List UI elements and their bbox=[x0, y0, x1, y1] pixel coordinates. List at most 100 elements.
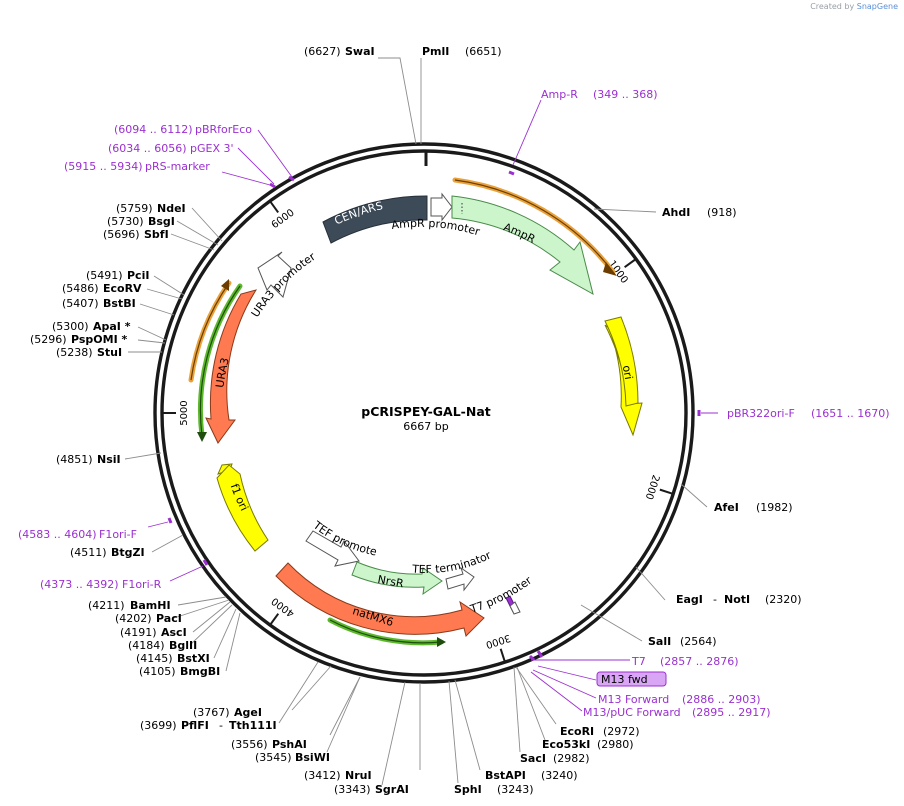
ecorv-pos: (5486) bbox=[62, 282, 99, 295]
prs-marker-name[interactable]: pRS-marker bbox=[145, 160, 210, 173]
nrsr-arrow bbox=[351, 561, 443, 596]
ndei-name[interactable]: NdeI bbox=[157, 202, 186, 215]
feature-ori[interactable]: ori bbox=[604, 316, 643, 437]
tick-mark-2000 bbox=[659, 488, 674, 495]
feature-nrsr[interactable]: NrsR bbox=[351, 561, 443, 596]
snapgene-brand: SnapGene bbox=[856, 2, 898, 11]
m13-fwd-box[interactable]: M13 fwd bbox=[596, 671, 667, 687]
feature-ampr-promoter[interactable]: AmpR promoter bbox=[391, 192, 482, 239]
f1ori-f-name[interactable]: F1ori-F bbox=[99, 528, 137, 541]
swai-name[interactable]: SwaI bbox=[345, 45, 375, 58]
bmgbi-name[interactable]: BmgBI bbox=[180, 665, 220, 678]
feature-t7-promoter[interactable]: T7 promoter bbox=[468, 574, 535, 616]
saci-pos: (2982) bbox=[553, 752, 590, 765]
bstbi-name[interactable]: BstBI bbox=[103, 297, 136, 310]
tth111i-name[interactable]: Tth111I bbox=[229, 719, 277, 732]
eco53ki-name[interactable]: Eco53kI bbox=[542, 738, 590, 751]
btgzi-name[interactable]: BtgZI bbox=[111, 546, 145, 559]
paci-name[interactable]: PacI bbox=[156, 612, 182, 625]
pspomi-name[interactable]: PspOMI * bbox=[71, 333, 128, 346]
bamhi-name[interactable]: BamHI bbox=[130, 599, 171, 612]
f1-ori-body bbox=[216, 464, 269, 552]
ori-arrow-body bbox=[604, 316, 639, 407]
t7-promoter-outline bbox=[509, 601, 521, 615]
bstxi-pos: (4145) bbox=[136, 652, 173, 665]
ura3-label: URA3 bbox=[213, 356, 231, 388]
asci-pos: (4191) bbox=[120, 626, 157, 639]
svg-text:TEF terminator: TEF terminator bbox=[411, 548, 494, 576]
apai-name[interactable]: ApaI * bbox=[93, 320, 131, 333]
nsii-name[interactable]: NsiI bbox=[97, 453, 121, 466]
sphi-name[interactable]: SphI bbox=[454, 783, 482, 796]
pshai-pos: (3556) bbox=[231, 738, 268, 751]
bstapi-name[interactable]: BstAPI bbox=[485, 769, 526, 782]
sites-bottom-right: EcoRI (2972) Eco53kI (2980) SacI (2982) … bbox=[454, 725, 640, 796]
natmx6-arrow bbox=[275, 562, 485, 637]
sites-right: AhdI (918) AfeI (1982) EagI - NotI (2320… bbox=[648, 206, 802, 648]
sgrai-pos: (3343) bbox=[334, 783, 371, 796]
sites-left: (4211) BamHI (4202) PacI (4191) AscI (41… bbox=[30, 202, 220, 678]
tef-terminator-label: TEF terminator bbox=[411, 548, 494, 576]
pcii-name[interactable]: PciI bbox=[127, 269, 149, 282]
pbrforeco-range: (6094 .. 6112) bbox=[114, 123, 193, 136]
ura3-promoter-arrow bbox=[257, 251, 292, 298]
pshai-name[interactable]: PshAI bbox=[272, 738, 307, 751]
tick-mark-3000 bbox=[499, 648, 506, 663]
primer-leaders bbox=[147, 99, 718, 712]
sgrai-name[interactable]: SgrAI bbox=[375, 783, 409, 796]
amp-r-range: (349 .. 368) bbox=[593, 88, 658, 101]
ecorv-name[interactable]: EcoRV bbox=[103, 282, 142, 295]
natmx6-green-outline-inner bbox=[329, 619, 442, 644]
sites-bottom: (3412) NruI (3343) SgrAI (3556) PshAI (3… bbox=[140, 706, 409, 796]
f1ori-r-name[interactable]: F1ori-R bbox=[122, 578, 162, 591]
pflfi-name[interactable]: PflFI bbox=[181, 719, 209, 732]
pmli-name[interactable]: PmlI bbox=[422, 45, 449, 58]
ecori-name[interactable]: EcoRI bbox=[560, 725, 594, 738]
tick-mark-1000 bbox=[624, 258, 637, 269]
feature-ura3-promoter[interactable]: URA3 promoter bbox=[249, 250, 318, 320]
ura3-orf-outline-inner bbox=[190, 282, 230, 381]
stui-name[interactable]: StuI bbox=[97, 346, 122, 359]
ecori-pos: (2972) bbox=[603, 725, 640, 738]
agei-pos: (3767) bbox=[193, 706, 230, 719]
feature-ura3[interactable]: URA3 bbox=[205, 289, 258, 444]
f1ori-r-range: (4373 .. 4392) bbox=[40, 578, 119, 591]
eagi-name[interactable]: EagI bbox=[676, 593, 703, 606]
f1ori-f-range: (4583 .. 4604) bbox=[18, 528, 97, 541]
m13-forward-name[interactable]: M13 Forward bbox=[598, 693, 669, 706]
bglii-name[interactable]: BglII bbox=[169, 639, 197, 652]
stui-pos: (5238) bbox=[56, 346, 93, 359]
bstxi-name[interactable]: BstXI bbox=[177, 652, 210, 665]
pbrforeco-name[interactable]: pBRforEco bbox=[195, 123, 252, 136]
pgex3-name[interactable]: pGEX 3' bbox=[190, 142, 234, 155]
natmx6-green-arrowhead bbox=[437, 637, 446, 647]
t7-name[interactable]: T7 bbox=[631, 655, 646, 668]
paci-pos: (4202) bbox=[115, 612, 152, 625]
asci-name[interactable]: AscI bbox=[161, 626, 187, 639]
nrui-name[interactable]: NruI bbox=[345, 769, 372, 782]
bsiwi-name[interactable]: BsiWI bbox=[295, 751, 330, 764]
prs-marker-range: (5915 .. 5934) bbox=[64, 160, 143, 173]
ura3-orf-arrowhead-top bbox=[221, 279, 229, 291]
agei-name[interactable]: AgeI bbox=[234, 706, 262, 719]
m13-puc-forward-name[interactable]: M13/pUC Forward bbox=[583, 706, 681, 719]
tick-label-4000: 4000 bbox=[270, 595, 297, 619]
bsgi-name[interactable]: BsgI bbox=[148, 215, 175, 228]
amp-r-name[interactable]: Amp-R bbox=[541, 88, 578, 101]
sali-name[interactable]: SalI bbox=[648, 635, 671, 648]
site-leaders bbox=[124, 57, 708, 786]
ampr-promoter-arrow bbox=[430, 192, 453, 222]
feature-f1-ori[interactable]: f1 ori bbox=[216, 463, 269, 552]
feature-ampr[interactable]: AmpR bbox=[451, 195, 594, 295]
ahdi-name[interactable]: AhdI bbox=[662, 206, 690, 219]
saci-name[interactable]: SacI bbox=[520, 752, 546, 765]
pbr322ori-f-range: (1651 .. 1670) bbox=[811, 407, 890, 420]
ahdi-pos: (918) bbox=[707, 206, 737, 219]
noti-name[interactable]: NotI bbox=[724, 593, 750, 606]
sbfi-name[interactable]: SbfI bbox=[144, 228, 169, 241]
sbfi-pos: (5696) bbox=[103, 228, 140, 241]
prs-marker-mark bbox=[269, 182, 276, 189]
pbr322ori-f-name[interactable]: pBR322ori-F bbox=[727, 407, 795, 420]
pbrforeco-mark bbox=[288, 175, 295, 182]
afei-name[interactable]: AfeI bbox=[714, 501, 739, 514]
